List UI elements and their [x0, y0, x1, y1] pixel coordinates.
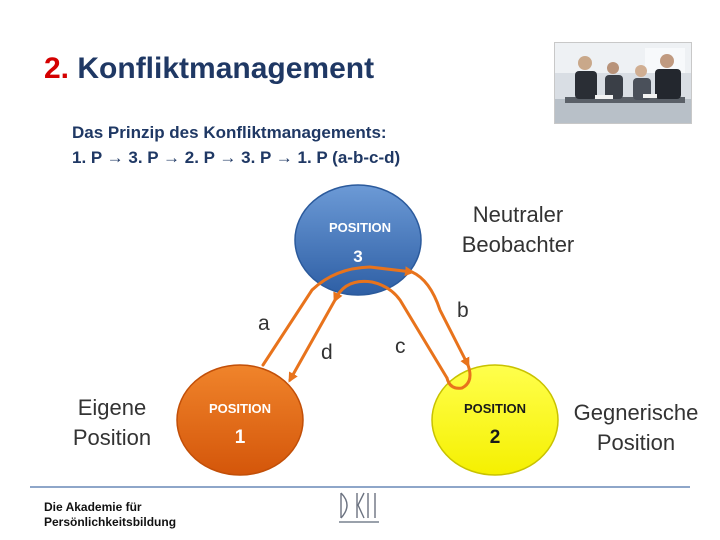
- node-1-number: 1: [235, 427, 246, 448]
- arrow-a: [261, 265, 415, 367]
- title-number: 2.: [44, 52, 70, 85]
- arrow-label-c: c: [395, 335, 406, 358]
- principle-heading: Das Prinzip des Konfliktmanagements:: [72, 123, 387, 142]
- own-position-label: Eigene Position: [72, 395, 152, 450]
- arrow-label-d: d: [321, 341, 333, 364]
- node-2-label: POSITION: [464, 401, 526, 416]
- opponent-position-label: Gegnerische Position: [573, 400, 699, 455]
- node-3-label: POSITION: [329, 220, 391, 235]
- footer-divider: [30, 486, 690, 488]
- arrow-c: [333, 279, 449, 380]
- node-1-label: POSITION: [209, 401, 271, 416]
- arrow-label-a: a: [258, 312, 270, 335]
- principle-description: Das Prinzip des Konfliktmanagements: 1. …: [72, 120, 400, 170]
- arrow-label-b: b: [457, 299, 469, 322]
- logo-mark: [339, 492, 379, 523]
- academy-logo: [337, 490, 383, 531]
- arrow-d: [288, 298, 337, 383]
- meeting-photo: [554, 42, 692, 124]
- node-position-2: POSITION 2: [431, 364, 559, 476]
- neutral-observer-label: Neutraler Beobachter: [461, 202, 575, 257]
- page-title: 2. Konfliktmanagement: [44, 52, 374, 86]
- node-position-1: POSITION 1: [176, 364, 304, 476]
- node-position-3: POSITION 3: [294, 184, 422, 296]
- node-2-number: 2: [490, 427, 501, 448]
- footer-academy: Die Akademie für Persönlichkeitsbildung: [44, 500, 177, 529]
- meeting-photo-illustration: [555, 43, 691, 123]
- node-3-number: 3: [353, 247, 362, 266]
- arrow-loop: [445, 363, 472, 390]
- title-text: Konfliktmanagement: [77, 52, 375, 85]
- arrow-b: [410, 270, 470, 368]
- principle-sequence: 1. P → 3. P → 2. P → 3. P → 1. P (a-b-c-…: [72, 148, 401, 167]
